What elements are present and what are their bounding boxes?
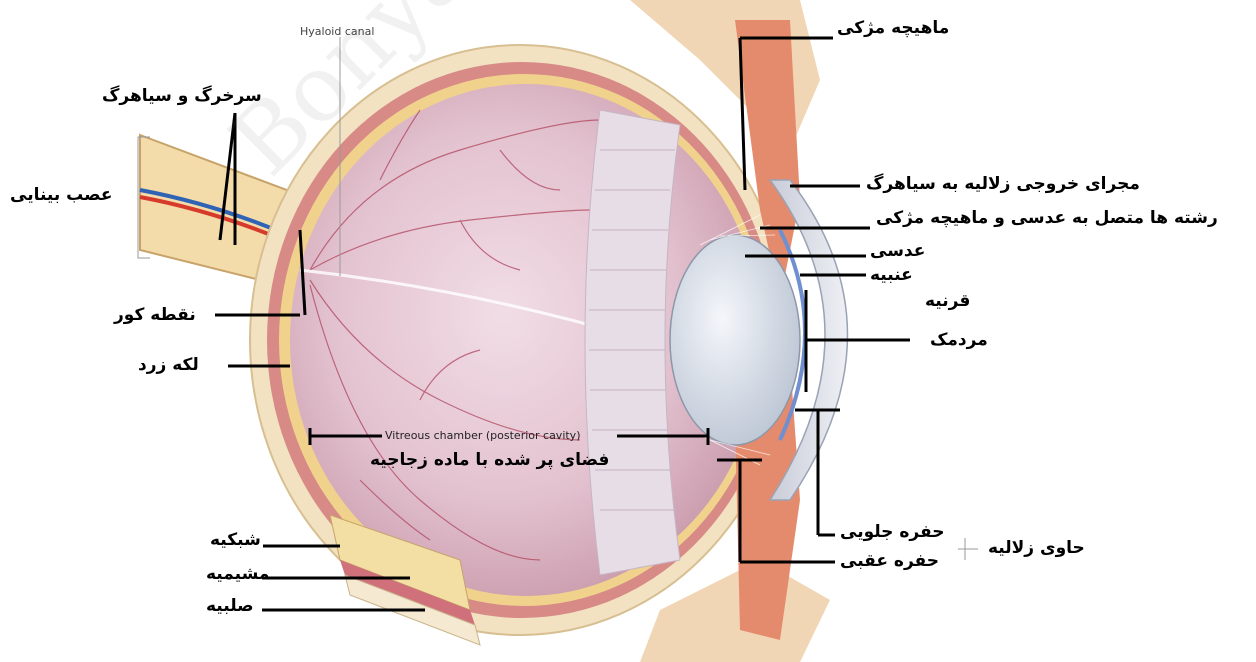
label-cornea: قرنیه <box>925 293 970 310</box>
lens-shape <box>670 235 800 445</box>
label-aqueous-container: حاوی زلالیه <box>988 540 1085 557</box>
label-zonular-fibers: رشته ها متصل به عدسی و ماهیچه مژکی <box>876 210 1218 227</box>
label-ciliary-muscle: ماهیچه مژکی <box>837 20 949 37</box>
label-aqueous-drain: مجرای خروجی زلالیه به سیاهرگ <box>866 176 1140 193</box>
label-optic-nerve: عصب بینایی <box>10 187 113 204</box>
label-lens: عدسی <box>870 243 925 260</box>
label-hyaloid-canal: Hyaloid canal <box>300 26 374 37</box>
label-vitreous-space: فضای پر شده با ماده زجاجیه <box>370 452 609 469</box>
label-posterior-chamber: حفره عقبی <box>840 553 939 570</box>
label-retina: شبکیه <box>210 532 261 549</box>
label-anterior-chamber: حفره جلویی <box>840 524 944 541</box>
label-blind-spot: نقطه کور <box>114 307 196 324</box>
label-pupil: مردمک <box>930 332 988 349</box>
label-macula: لکه زرد <box>138 357 199 374</box>
label-vitreous-chamber: Vitreous chamber (posterior cavity) <box>385 430 581 441</box>
aqueous-bracket <box>958 538 978 560</box>
label-artery-vein: سرخرگ و سیاهرگ <box>102 88 262 105</box>
label-sclera: صلبیه <box>206 598 254 615</box>
label-choroid: مشیمیه <box>206 566 269 583</box>
label-iris: عنبیه <box>870 267 913 284</box>
